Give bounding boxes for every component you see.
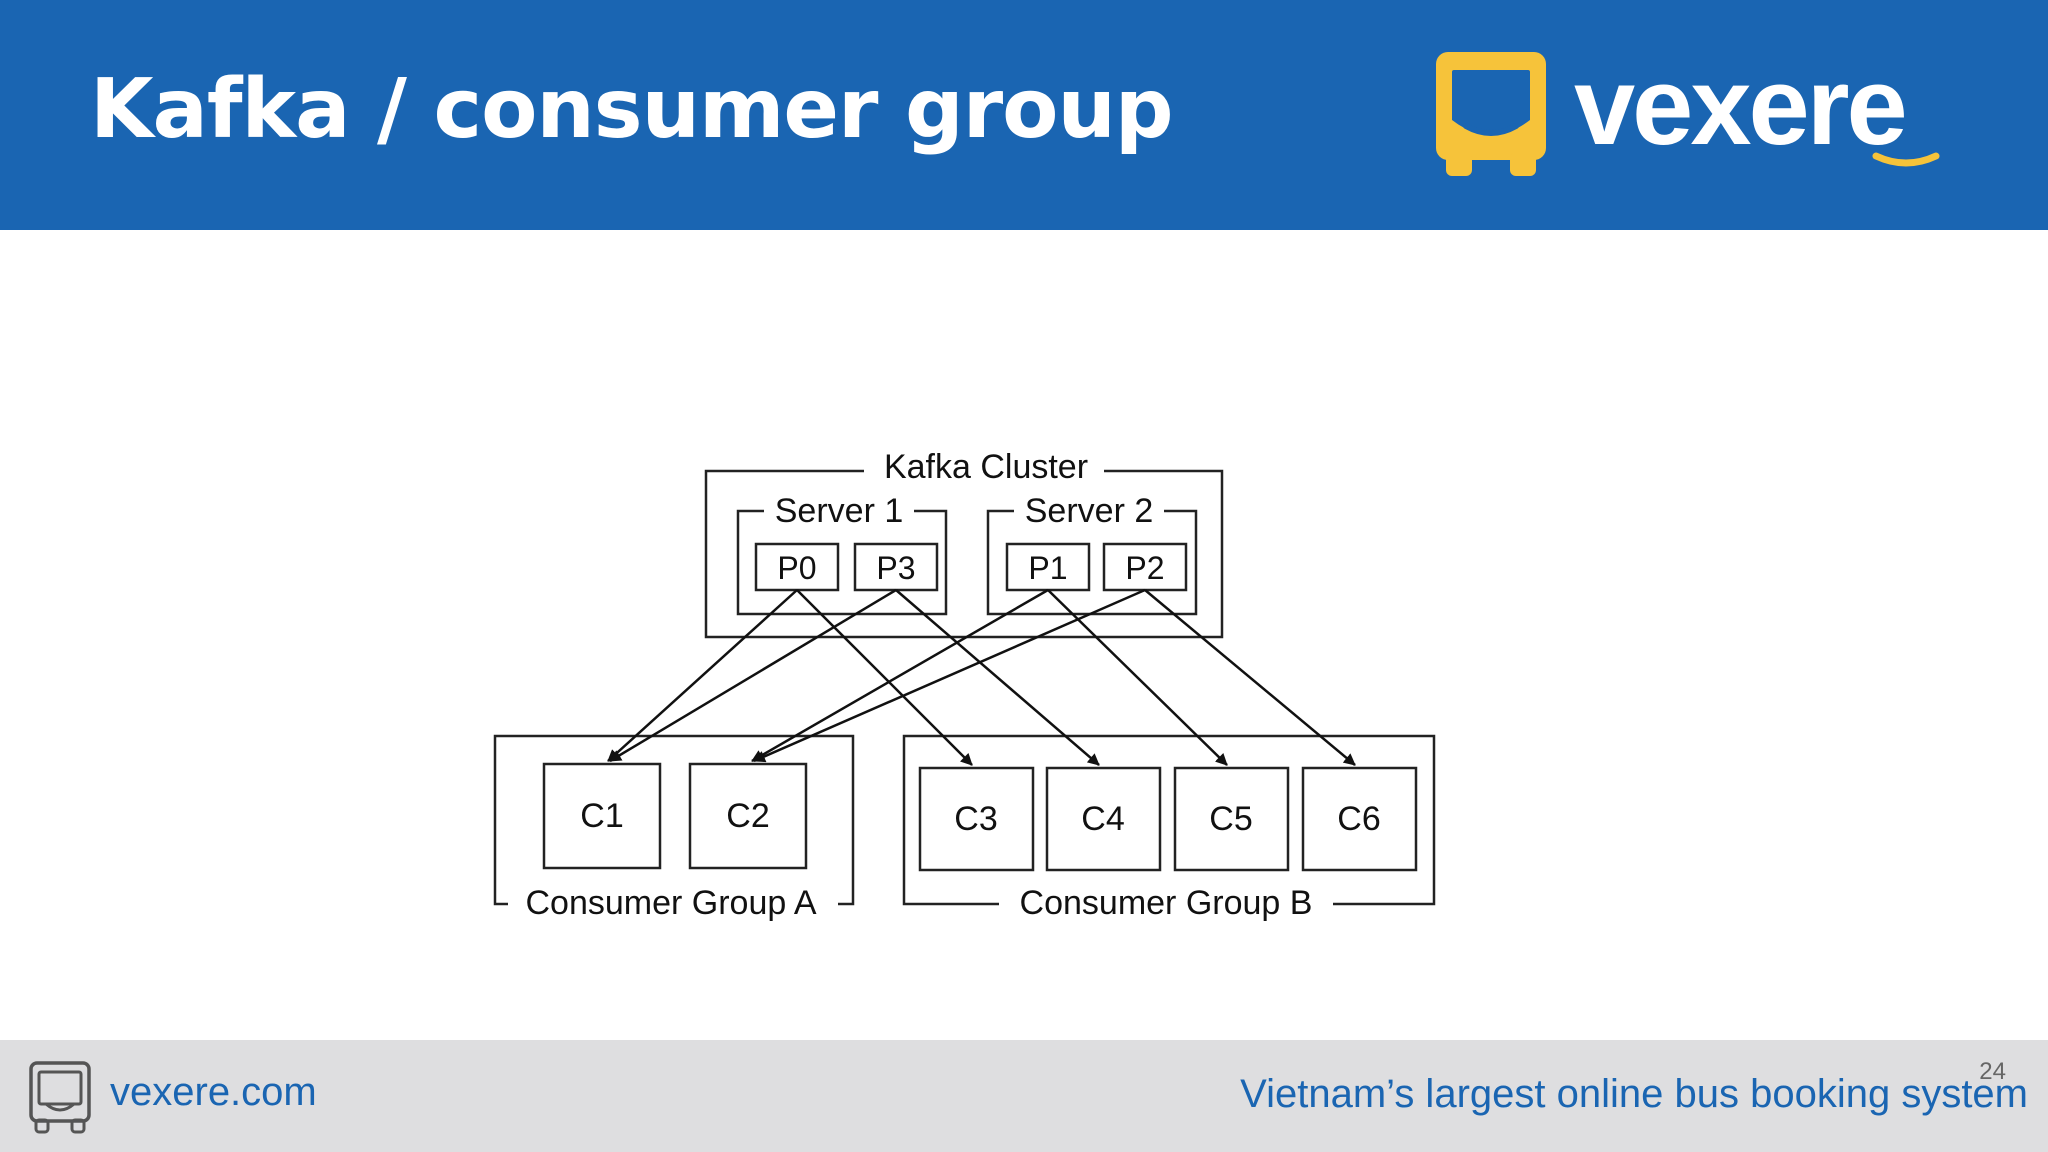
arrow-p0-c1 xyxy=(607,589,798,762)
arrow-p3-c1 xyxy=(609,588,897,763)
consumer-c3: C3 xyxy=(918,766,1035,872)
bus-icon xyxy=(29,1061,91,1134)
page-number: 24 xyxy=(1979,1058,2006,1085)
footer-site-link[interactable]: vexere.com xyxy=(110,1070,317,1114)
consumer-c1-label: C1 xyxy=(580,797,623,835)
slide-title: Kafka / consumer group xyxy=(90,62,1174,157)
consumer-group-b-box xyxy=(902,734,1436,906)
bus-logo-icon xyxy=(1436,52,1546,176)
vexere-logo: vexere xyxy=(1436,48,1940,176)
consumer-c3-label: C3 xyxy=(954,800,997,838)
consumer-c6-label: C6 xyxy=(1337,800,1380,838)
partition-p1: P1 xyxy=(1005,542,1091,592)
partition-p3-label: P3 xyxy=(876,550,915,586)
logo-wordmark: vexere xyxy=(1574,48,1905,168)
arrow-p1-c2 xyxy=(751,588,1049,763)
consumer-c1: C1 xyxy=(542,762,662,870)
consumer-c5-label: C5 xyxy=(1209,800,1252,838)
kafka-cluster-label: Kafka Cluster xyxy=(884,448,1088,486)
logo-smile-icon xyxy=(1872,152,1940,167)
consumer-group-a-box xyxy=(493,734,855,906)
partition-p0-label: P0 xyxy=(777,550,816,586)
partition-p1-label: P1 xyxy=(1028,550,1067,586)
arrow-p0-c3 xyxy=(796,589,973,766)
consumer-c6: C6 xyxy=(1301,766,1418,872)
partition-p2: P2 xyxy=(1102,542,1188,592)
arrow-p3-c4 xyxy=(895,589,1100,766)
consumer-c5: C5 xyxy=(1173,766,1290,872)
kafka-diagram-svg: Kafka Cluster Server 1 Server 2 P0 P3 P1… xyxy=(493,448,1436,922)
partition-p0: P0 xyxy=(754,542,840,592)
partition-p3: P3 xyxy=(853,542,939,592)
footer-tagline: Vietnam’s largest online bus booking sys… xyxy=(1240,1072,2028,1116)
server-2-label: Server 2 xyxy=(1025,492,1154,530)
arrow-p2-c2 xyxy=(753,588,1146,763)
server-1-label: Server 1 xyxy=(775,492,904,530)
arrow-p2-c6 xyxy=(1144,589,1356,766)
consumer-c4-label: C4 xyxy=(1081,800,1124,838)
partition-p2-label: P2 xyxy=(1125,550,1164,586)
arrow-p1-c5 xyxy=(1047,589,1228,766)
partition-to-consumer-arrows xyxy=(607,588,1356,766)
consumer-c2-label: C2 xyxy=(726,797,769,835)
kafka-diagram: Kafka Cluster Server 1 Server 2 P0 P3 P1… xyxy=(0,230,2048,1040)
consumer-group-b-label: Consumer Group B xyxy=(1020,884,1313,922)
header-bar: Kafka / consumer group vexere xyxy=(0,0,2048,230)
consumer-group-a-label: Consumer Group A xyxy=(525,884,816,922)
consumer-c2: C2 xyxy=(688,762,808,870)
consumer-c4: C4 xyxy=(1045,766,1162,872)
footer-bar: vexere.com 24 Vietnam’s largest online b… xyxy=(0,1040,2048,1152)
